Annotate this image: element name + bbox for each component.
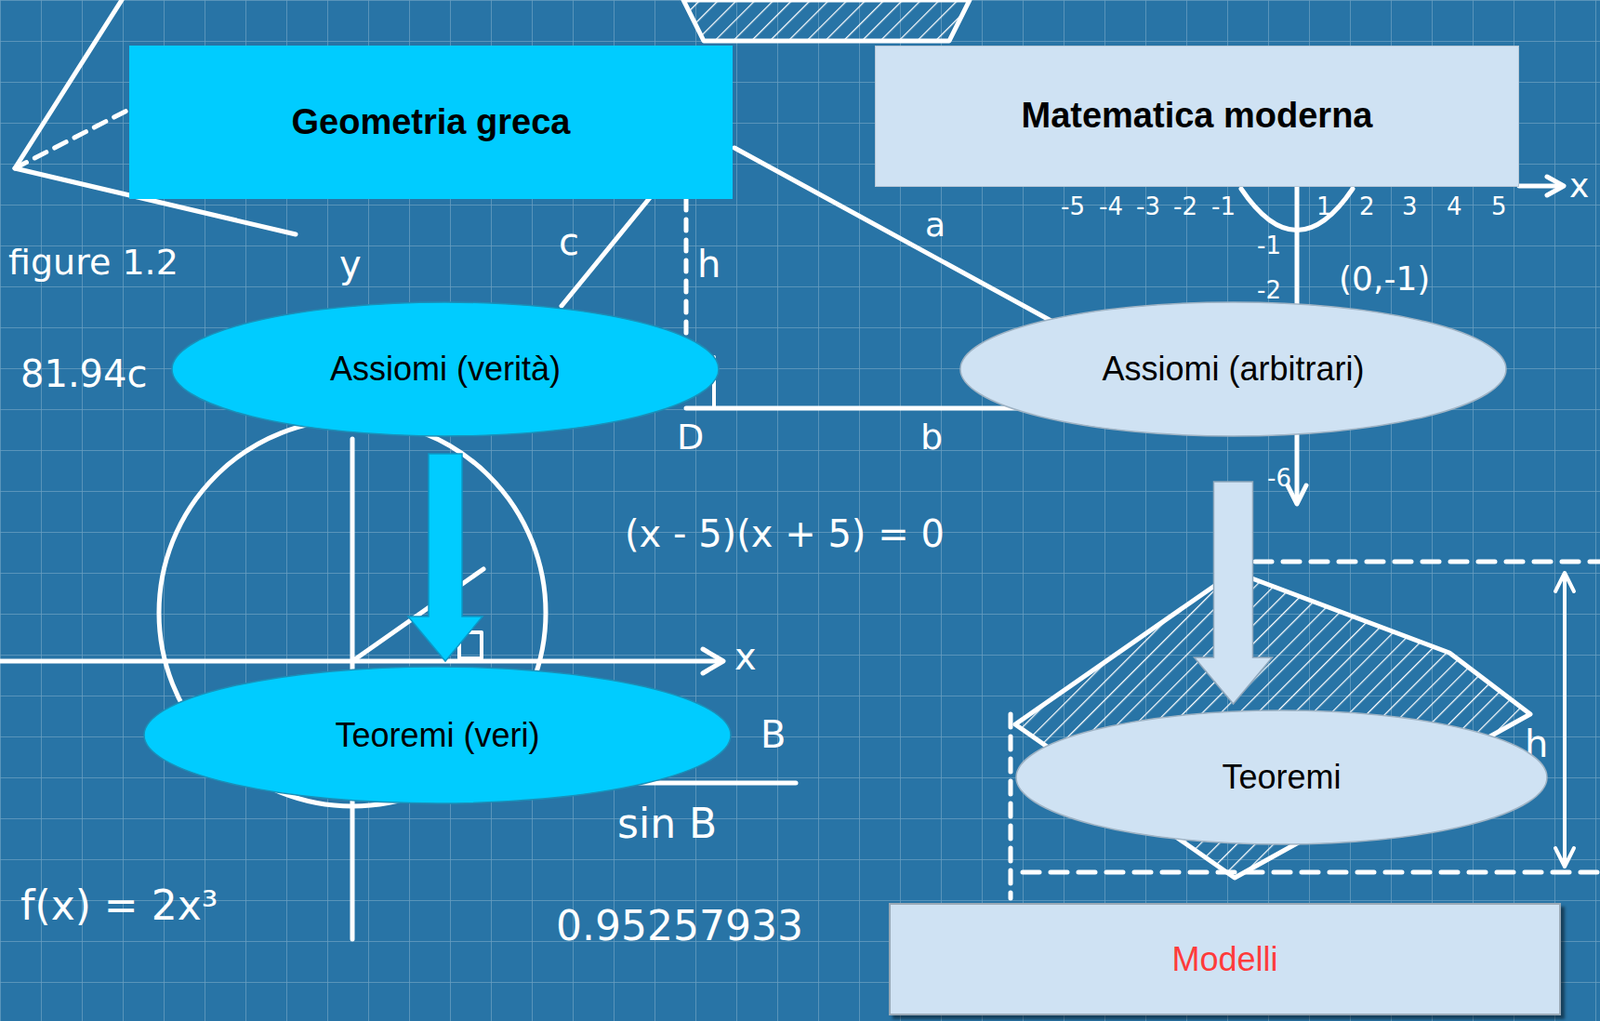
- sketch-label: x: [734, 635, 757, 677]
- models-box: Modelli: [888, 902, 1561, 1016]
- ellipse-shape: [1016, 710, 1548, 845]
- sketch-dashed: [14, 104, 140, 169]
- heading-box: Matematica moderna: [874, 45, 1520, 187]
- dashed-guide: [1008, 714, 1014, 899]
- sketches: [0, 0, 1600, 939]
- x-axis: [0, 659, 722, 664]
- heading-box: Geometria greca: [129, 45, 733, 199]
- sketch-label: B: [760, 714, 786, 755]
- sketch-label: D: [676, 418, 704, 458]
- sketch-label: b: [920, 418, 943, 458]
- dimension-line: [1562, 574, 1567, 865]
- sketch-label: -2: [1173, 193, 1198, 221]
- sketch-label: -1: [1211, 193, 1236, 221]
- sketch-label: (x - 5)(x + 5) = 0: [624, 513, 945, 555]
- sketch-label: -3: [1136, 193, 1161, 221]
- sketch-label: y: [339, 243, 362, 285]
- axis-arrowhead: [702, 648, 724, 674]
- ellipse-shape: [960, 302, 1507, 437]
- node-text: Geometria greca: [291, 102, 571, 144]
- sketch-label: -4: [1098, 193, 1124, 221]
- ellipse-shape: [171, 302, 719, 437]
- theorems-ellipse: Teoremi: [1015, 709, 1548, 846]
- dimension-arrowhead: [1555, 572, 1574, 592]
- sketch-label: -1: [1256, 232, 1282, 260]
- sketch-label: -6: [1267, 464, 1292, 492]
- axis-arrowhead: [1547, 176, 1564, 196]
- sketch-label: f(x) = 2x³: [20, 883, 218, 928]
- sketch-label: 0.95257933: [555, 903, 804, 949]
- radius-line: [352, 568, 484, 662]
- dashed-guide: [1022, 870, 1600, 875]
- axioms-ellipse: Assiomi (arbitrari): [959, 301, 1508, 437]
- dashed-guide: [1255, 559, 1600, 565]
- node-text: Teoremi: [1221, 757, 1341, 796]
- sketch-label: 1: [1316, 193, 1333, 221]
- sketch-base: [686, 406, 1023, 411]
- sketch-label: -2: [1256, 277, 1282, 305]
- sketch-label: -5: [1060, 193, 1085, 221]
- dimension-arrowhead: [1555, 847, 1574, 867]
- sketch-label: sin B: [617, 801, 717, 847]
- node-text: Teoremi (veri): [334, 715, 540, 754]
- sketch-label: 4: [1446, 193, 1463, 221]
- axioms-ellipse: Assiomi (verità): [171, 301, 720, 437]
- ellipse-shape: [144, 666, 731, 804]
- sketch-height: [684, 198, 689, 358]
- sketch-label: c: [558, 221, 580, 263]
- sketch-label: h: [697, 243, 721, 285]
- sketch-label: 2: [1359, 193, 1376, 221]
- sketch-label: 5: [1491, 193, 1508, 221]
- x-axis-right: [1519, 184, 1562, 189]
- sketch-label: 3: [1401, 193, 1418, 221]
- block-arrow: [1194, 481, 1273, 704]
- sketch-label: x: [1569, 167, 1589, 205]
- sketch-label: figure 1.2: [8, 243, 179, 283]
- parabola: [1241, 188, 1353, 231]
- node-text: Matematica moderna: [1020, 95, 1373, 137]
- sketch-label: (0,-1): [1338, 260, 1430, 298]
- node-text: Modelli: [1171, 939, 1278, 979]
- theorems-ellipse: Teoremi (veri): [143, 665, 732, 805]
- sketch-label: a: [925, 206, 946, 244]
- sketch-trapezoid: [683, 0, 970, 41]
- node-text: Assiomi (arbitrari): [1101, 349, 1364, 388]
- block-arrow: [408, 453, 483, 662]
- node-text: Assiomi (verità): [330, 349, 561, 388]
- sketch-label: 81.94c: [20, 353, 148, 395]
